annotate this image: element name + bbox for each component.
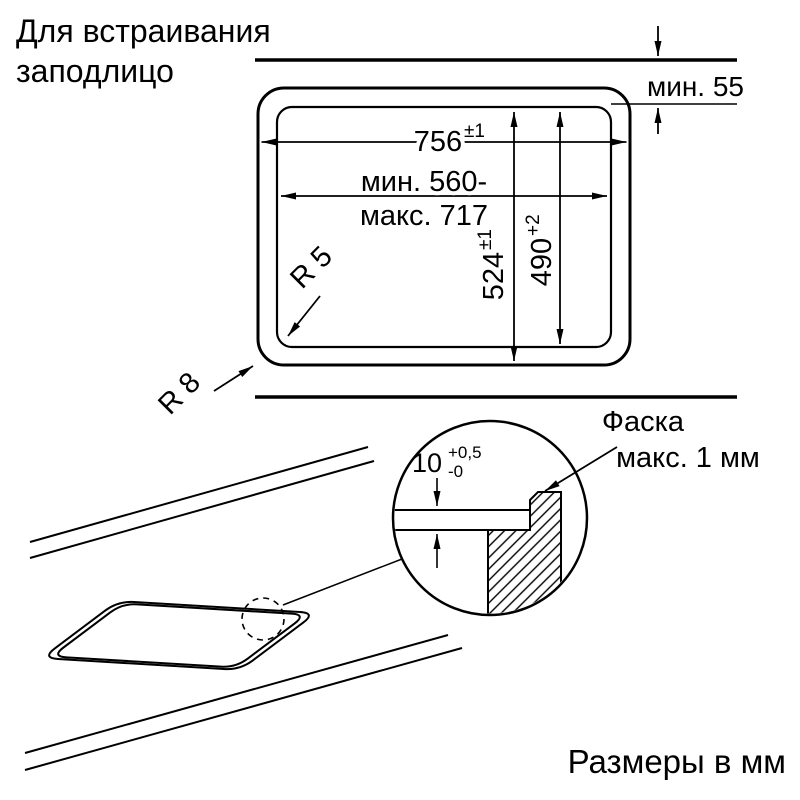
glass-section-hatch [487, 491, 562, 614]
cutout-depth-value: 490 [526, 238, 558, 286]
detail-section-content [394, 491, 562, 614]
inner-radius-arrow [287, 295, 321, 337]
worktop-cutout-inner [57, 603, 301, 668]
chamfer-label-line1: Фаска [602, 406, 685, 438]
worktop-cutout-outer [48, 600, 310, 671]
cutout-width-min-label: мин. 560- [361, 166, 487, 198]
page-title-line2: заподлицо [16, 53, 174, 89]
units-note: Размеры в мм [568, 743, 786, 780]
appliance-outline [256, 86, 632, 367]
detail-view: 10 +0,5 -0 Фаска макс. 1 мм [391, 406, 760, 617]
depth-dimension-tolerance: ±1 [475, 229, 496, 250]
top-view: мин. 55 756 ±1 мин. 560- макс. 717 524 ±… [152, 26, 744, 421]
worktop-front-edge-line-2 [24, 647, 463, 771]
depth-dimension-value: 524 [478, 252, 510, 300]
width-dimension-value: 756 [414, 126, 462, 158]
worktop-front-edge-line-1 [24, 634, 449, 754]
recess-depth-value: 10 [412, 448, 442, 478]
depth-dimension-text-group: 524 ±1 [475, 229, 510, 300]
worktop-rear-edge-line-2 [29, 460, 375, 559]
page-title-line1: Для встраивания [16, 13, 271, 49]
chamfer-leader-arrow [544, 446, 618, 492]
recess-depth-tolerance-minus: -0 [448, 462, 463, 481]
worktop-perspective [24, 446, 463, 771]
cutout-outline [275, 105, 613, 349]
recess-depth-tolerance-plus: +0,5 [448, 443, 482, 462]
detail-location-circle [241, 597, 285, 641]
cutout-depth-text-group: 490 +2 [523, 214, 558, 286]
worktop-rear-edge-line-1 [29, 446, 369, 543]
detail-circle [391, 419, 589, 617]
chamfer-label-line2: макс. 1 мм [616, 442, 760, 474]
detail-leader-line [282, 558, 403, 606]
rear-clearance-label: мин. 55 [647, 71, 744, 102]
cutout-depth-tolerance: +2 [523, 214, 544, 236]
width-dimension-tolerance: ±1 [464, 121, 485, 142]
outer-radius-arrow [213, 365, 254, 392]
cutout-width-max-label: макс. 717 [360, 200, 488, 232]
